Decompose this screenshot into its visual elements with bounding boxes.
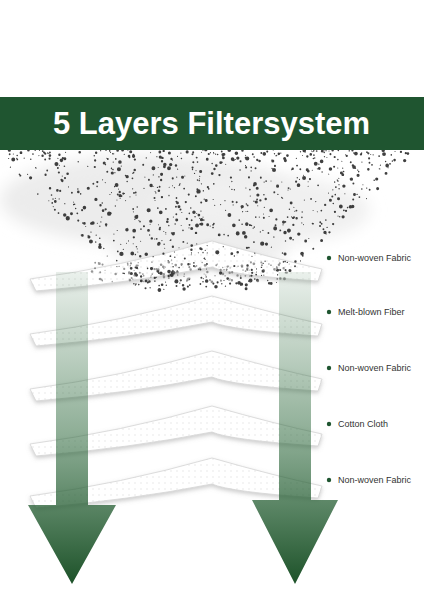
flow-arrow <box>28 272 116 584</box>
layer-label: Melt-blown Fiber <box>337 307 406 318</box>
flow-arrow <box>252 272 338 584</box>
dust-particle <box>8 148 410 292</box>
label-bullet <box>327 256 331 260</box>
dust-particles <box>8 148 410 292</box>
label-bullet <box>327 310 331 314</box>
layer-label: Cotton Cloth <box>337 419 389 430</box>
label-bullet <box>327 366 331 370</box>
flow-arrows <box>28 272 338 584</box>
label-bullet <box>327 478 331 482</box>
label-bullets <box>327 256 331 482</box>
layer-label: Non-woven Fabric <box>337 475 412 486</box>
title: 5 Layers Filtersystem <box>53 108 370 139</box>
trapped-particle <box>91 261 290 283</box>
layer-label: Non-woven Fabric <box>337 363 412 374</box>
label-bullet <box>327 422 331 426</box>
layer-label: Non-woven Fabric <box>337 253 412 264</box>
